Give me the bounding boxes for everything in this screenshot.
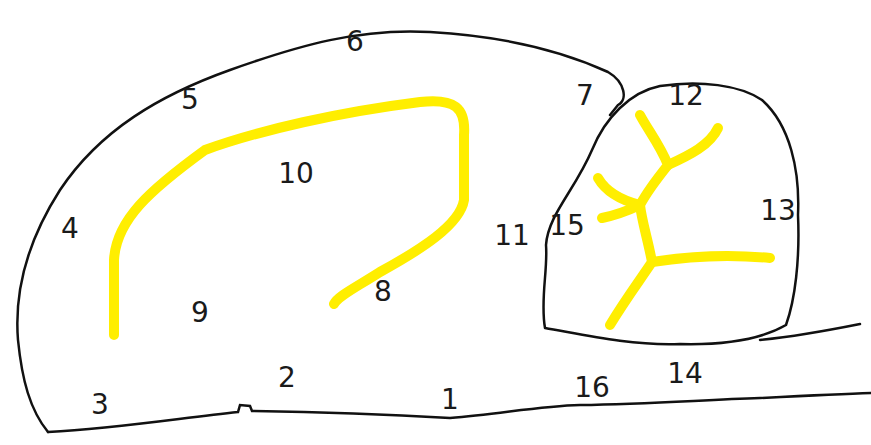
callout-number: 3 (91, 391, 109, 419)
callout-number: 15 (549, 212, 585, 240)
callout-number: 8 (374, 278, 392, 306)
callout-number: 11 (494, 222, 530, 250)
callout-number: 4 (61, 215, 79, 243)
callout-number: 6 (346, 28, 364, 56)
callout-number: 7 (576, 82, 594, 110)
callout-number: 13 (760, 197, 796, 225)
callout-number: 9 (191, 299, 209, 327)
callout-number: 16 (574, 374, 610, 402)
callout-number: 10 (278, 160, 314, 188)
callout-number: 14 (667, 360, 703, 388)
callout-number: 12 (668, 82, 704, 110)
callout-number: 5 (181, 86, 199, 114)
callout-number: 1 (441, 386, 459, 414)
callout-number: 2 (278, 364, 296, 392)
